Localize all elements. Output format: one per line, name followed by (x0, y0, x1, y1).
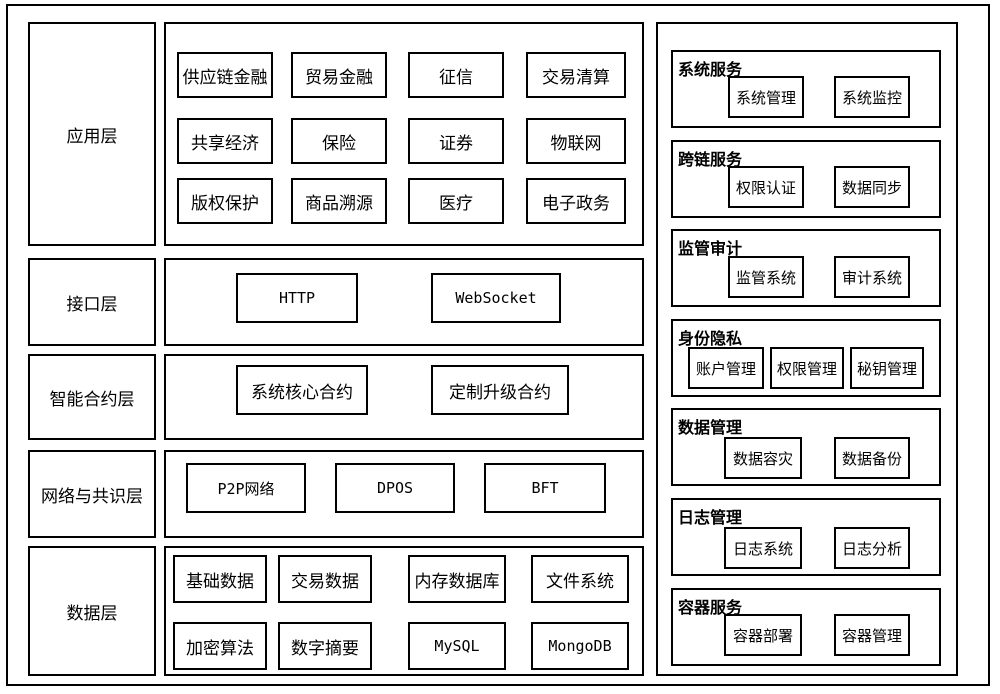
app-item: 贸易金融 (291, 52, 387, 98)
service-item: 数据备份 (834, 437, 910, 479)
service-title: 日志管理 (678, 508, 743, 527)
service-item: 账户管理 (688, 347, 764, 389)
network-item: DPOS (335, 463, 455, 513)
service-title: 容器服务 (678, 598, 743, 617)
service-title: 监管审计 (678, 239, 743, 258)
layer-label-interface: 接口层 (66, 294, 118, 315)
data-item: 基础数据 (173, 555, 267, 603)
contract-item: 系统核心合约 (236, 365, 368, 415)
app-item: 电子政务 (526, 178, 626, 224)
service-item: 监管系统 (728, 256, 804, 298)
data-item: 加密算法 (173, 622, 267, 670)
app-item: 交易清算 (526, 52, 626, 98)
app-item: 医疗 (408, 178, 504, 224)
network-item: BFT (484, 463, 606, 513)
service-item: 系统监控 (834, 76, 910, 118)
app-item: 物联网 (526, 118, 626, 164)
layer-label-contract: 智能合约层 (49, 389, 135, 410)
data-item: 文件系统 (531, 555, 629, 603)
layer-label-network: 网络与共识层 (41, 486, 143, 507)
diagram-frame (6, 4, 990, 686)
service-item: 容器管理 (834, 614, 910, 656)
service-item: 权限管理 (770, 347, 844, 389)
service-title: 系统服务 (678, 60, 743, 79)
interface-item: WebSocket (431, 273, 561, 323)
service-item: 日志分析 (834, 527, 910, 569)
layer-label-box-data (28, 546, 156, 676)
interface-item: HTTP (236, 273, 358, 323)
data-item: MySQL (408, 622, 506, 670)
layer-label-application: 应用层 (66, 126, 118, 147)
service-item: 权限认证 (728, 166, 804, 208)
layer-label-box-application (28, 22, 156, 246)
service-item: 秘钥管理 (850, 347, 924, 389)
service-item: 数据容灾 (724, 437, 802, 479)
app-item: 共享经济 (177, 118, 273, 164)
layer-label-box-contract (28, 354, 156, 440)
layer-label-box-network (28, 450, 156, 538)
service-item: 容器部署 (724, 614, 802, 656)
app-item: 征信 (408, 52, 504, 98)
service-item: 日志系统 (724, 527, 802, 569)
service-title: 身份隐私 (678, 329, 743, 348)
app-item: 证券 (408, 118, 504, 164)
service-title: 跨链服务 (678, 150, 743, 169)
data-item: 交易数据 (278, 555, 372, 603)
app-item: 版权保护 (177, 178, 273, 224)
service-item: 数据同步 (834, 166, 910, 208)
data-item: 内存数据库 (408, 555, 506, 603)
app-item: 商品溯源 (291, 178, 387, 224)
contract-item: 定制升级合约 (431, 365, 569, 415)
data-item: MongoDB (531, 622, 629, 670)
network-item: P2P网络 (186, 463, 306, 513)
service-title: 数据管理 (678, 418, 743, 437)
app-item: 保险 (291, 118, 387, 164)
layer-label-data: 数据层 (66, 603, 118, 624)
app-item: 供应链金融 (177, 52, 273, 98)
data-item: 数字摘要 (278, 622, 372, 670)
layer-label-box-interface (28, 258, 156, 346)
service-item: 系统管理 (728, 76, 804, 118)
service-item: 审计系统 (834, 256, 910, 298)
